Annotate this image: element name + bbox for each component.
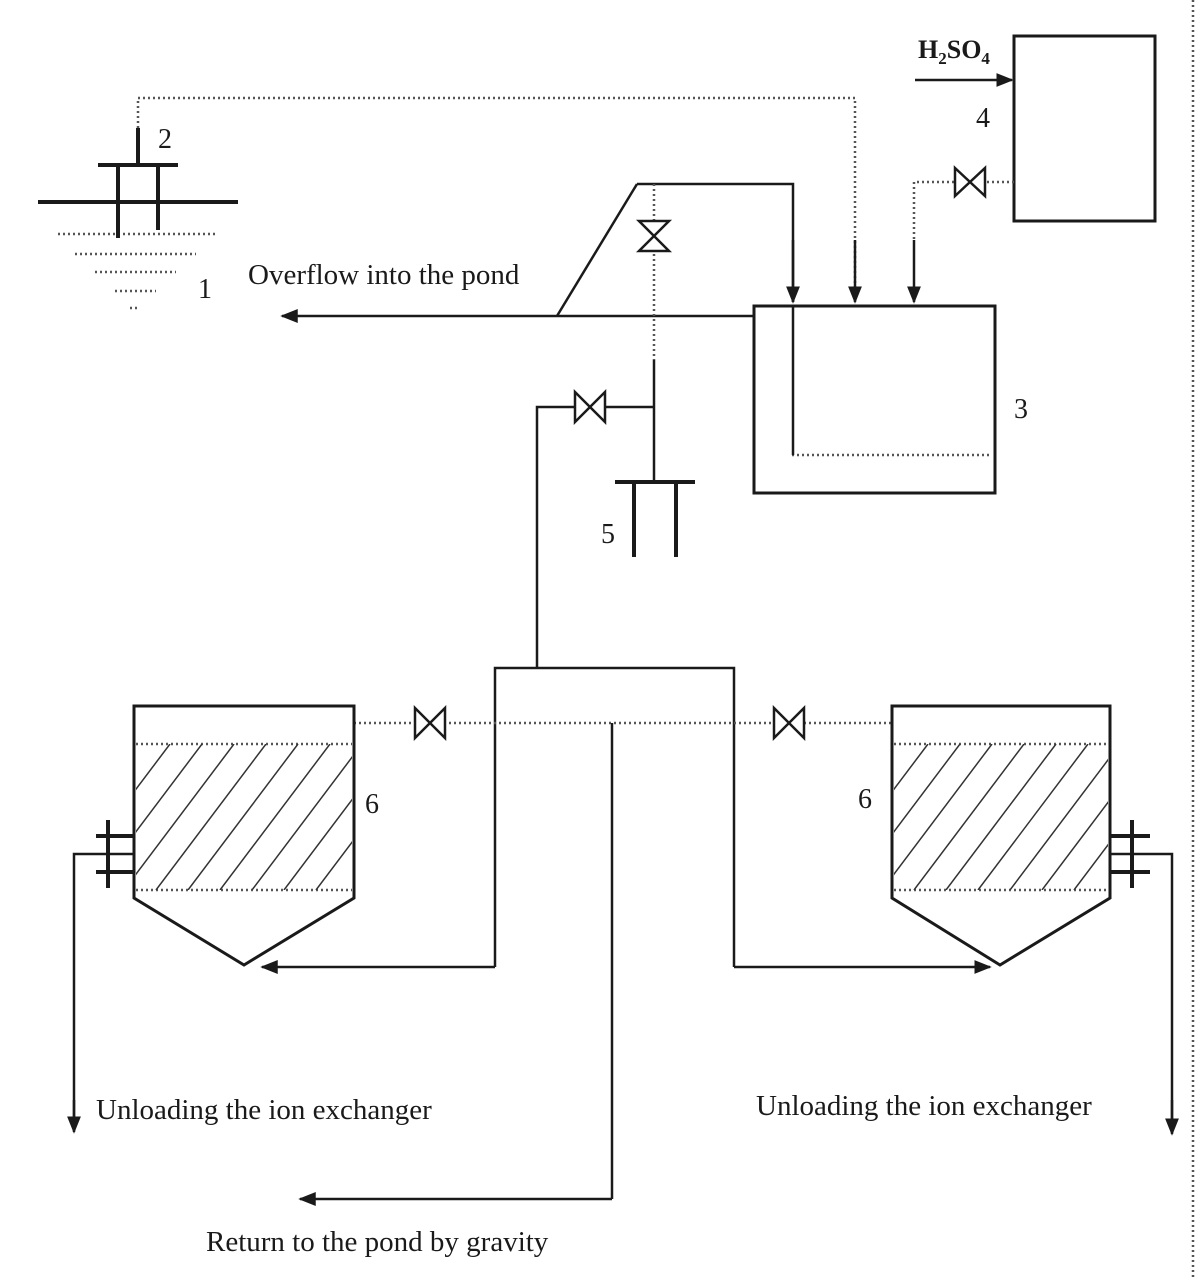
valve-feed (573, 388, 607, 426)
label-6-left: 6 (365, 789, 379, 820)
label-unloading-right: Unloading the ion exchanger (756, 1090, 1092, 1122)
label-2: 2 (158, 124, 172, 155)
label-6-right: 6 (858, 784, 872, 815)
intake-pipe (98, 128, 178, 238)
label-return: Return to the pond by gravity (206, 1226, 549, 1258)
valve-top (635, 219, 673, 253)
pond (38, 200, 238, 310)
supply-line (136, 96, 862, 304)
pump-line (615, 184, 695, 557)
drain-line (298, 704, 892, 1206)
label-h2so4: H2SO4 (918, 35, 990, 68)
ion-exchanger-right (890, 704, 1179, 1136)
mixing-tank (752, 304, 997, 495)
resin-bed-left (136, 744, 352, 890)
label-1: 1 (198, 274, 212, 305)
valve-left (413, 704, 447, 742)
feed-line (260, 388, 992, 974)
overflow-pipe (280, 182, 800, 323)
label-overflow: Overflow into the pond (248, 259, 520, 291)
label-4: 4 (976, 103, 990, 134)
ion-exchanger-left (67, 704, 356, 1134)
acid-tank (915, 34, 1157, 223)
label-unloading-left: Unloading the ion exchanger (96, 1094, 432, 1126)
valve-acid (953, 165, 987, 199)
label-5: 5 (601, 519, 615, 550)
acid-line (907, 165, 1014, 304)
resin-bed-right (894, 744, 1108, 890)
label-3: 3 (1014, 394, 1028, 425)
valve-right (772, 704, 806, 742)
